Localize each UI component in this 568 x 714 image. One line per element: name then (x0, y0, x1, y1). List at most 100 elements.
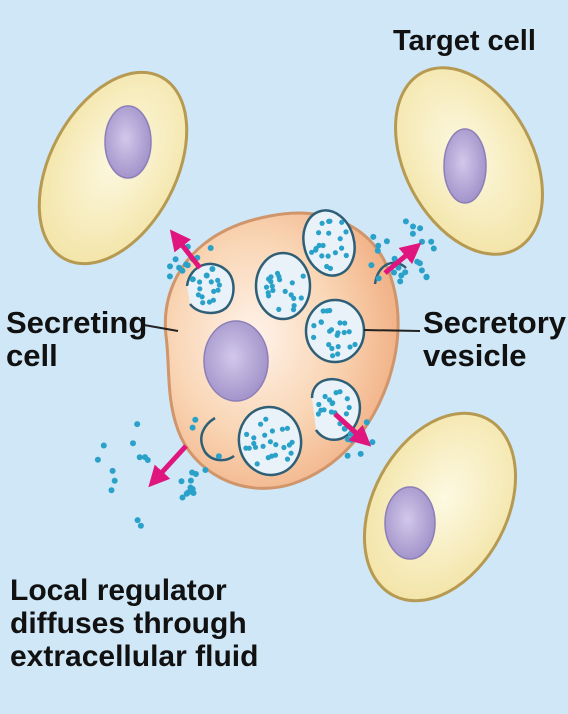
molecule-dot (273, 442, 278, 447)
molecule-dot (244, 432, 249, 437)
molecule-dot (336, 344, 341, 349)
molecule-dot (375, 248, 381, 254)
molecule-dot (283, 289, 288, 294)
molecule-dot (167, 273, 173, 279)
molecule-dot (410, 231, 416, 237)
diffusion-arrow (154, 446, 186, 481)
molecule-dot (180, 495, 186, 501)
molecule-dot (347, 329, 352, 334)
molecule-dot (204, 273, 210, 279)
molecule-dot (301, 274, 306, 279)
molecule-dot (345, 436, 351, 442)
molecule-dot (330, 353, 335, 358)
molecule-dot (262, 433, 267, 438)
molecule-dot (185, 489, 191, 495)
molecule-dot (138, 523, 144, 529)
molecule-dot (291, 296, 296, 301)
molecule-dot (112, 478, 118, 484)
molecule-dot (324, 264, 329, 269)
secretory-vesicle-leader-line (364, 330, 420, 331)
molecule-dot (130, 440, 136, 446)
molecule-dot (419, 239, 425, 245)
molecule-dot (268, 439, 273, 444)
molecule-dot (309, 250, 314, 255)
molecule-dot (276, 307, 281, 312)
molecule-dot (285, 457, 290, 462)
molecule-dot (258, 422, 263, 427)
molecule-dot (337, 320, 342, 325)
molecule-dot (273, 453, 278, 458)
molecule-dot (261, 444, 266, 449)
secretory-vesicle-label: Secretory vesicle (423, 306, 566, 373)
molecule-dot (190, 425, 196, 431)
molecule-dot (330, 400, 335, 405)
molecule-dot (333, 250, 338, 255)
molecule-dot (347, 405, 352, 410)
molecule-dot (335, 351, 340, 356)
molecule-dot (209, 266, 215, 272)
molecule-dot (311, 323, 316, 328)
molecule-dot (207, 299, 212, 304)
molecule-dot (338, 236, 343, 241)
molecule-dot (323, 394, 328, 399)
molecule-dot (211, 289, 216, 294)
molecule-dot (347, 344, 352, 349)
local-regulator-caption: Local regulator diffuses through extrace… (10, 574, 258, 673)
molecule-dot (179, 478, 185, 484)
molecule-dot (183, 262, 189, 268)
molecule-dot (414, 259, 420, 265)
target-cell-nucleus (385, 487, 435, 559)
molecule-dot (289, 451, 294, 456)
molecule-dot (384, 238, 390, 244)
molecule-dot (364, 419, 370, 425)
molecule-dot (95, 457, 101, 463)
molecule-dot (292, 303, 297, 308)
molecule-dot (358, 451, 364, 457)
molecule-dot (344, 411, 349, 416)
molecule-dot (343, 229, 348, 234)
molecule-dot (216, 453, 222, 459)
molecule-dot (290, 280, 295, 285)
molecule-dot (270, 428, 275, 433)
molecule-dot (275, 271, 280, 276)
molecule-dot (326, 254, 331, 259)
molecule-dot (253, 445, 258, 450)
molecule-dot (197, 279, 202, 284)
molecule-dot (403, 218, 409, 224)
molecule-dot (350, 435, 356, 441)
molecule-dot (345, 396, 350, 401)
molecule-dot (342, 330, 347, 335)
molecule-dot (369, 439, 375, 445)
target-cell-nucleus (105, 106, 151, 178)
molecule-dot (329, 346, 334, 351)
molecule-dot (339, 220, 344, 225)
molecule-dot (134, 421, 140, 427)
molecule-dot (209, 279, 214, 284)
molecule-dot (268, 279, 273, 284)
molecule-dot (270, 288, 275, 293)
molecule-dot (179, 268, 185, 274)
molecule-dot (281, 445, 286, 450)
molecule-dot (319, 319, 324, 324)
molecule-dot (145, 457, 151, 463)
molecule-dot (188, 478, 194, 484)
molecule-dot (217, 282, 222, 287)
secreting-cell-nucleus (204, 321, 268, 401)
molecule-dot (251, 435, 256, 440)
molecule-dot (327, 308, 332, 313)
molecule-dot (109, 487, 115, 493)
molecule-dot (191, 490, 197, 496)
molecule-dot (344, 253, 349, 258)
molecule-dot (419, 267, 425, 273)
secretory-vesicle (256, 253, 310, 319)
secretory-vesicle (306, 300, 364, 362)
molecule-dot (285, 426, 290, 431)
molecule-dot (264, 285, 269, 290)
secreting-cell-label: Secreting cell (6, 306, 147, 373)
molecule-dot (402, 269, 408, 275)
molecule-dot (352, 342, 357, 347)
molecule-dot (334, 390, 339, 395)
molecule-dot (345, 453, 351, 459)
molecule-dot (189, 470, 195, 476)
molecule-dot (424, 274, 430, 280)
